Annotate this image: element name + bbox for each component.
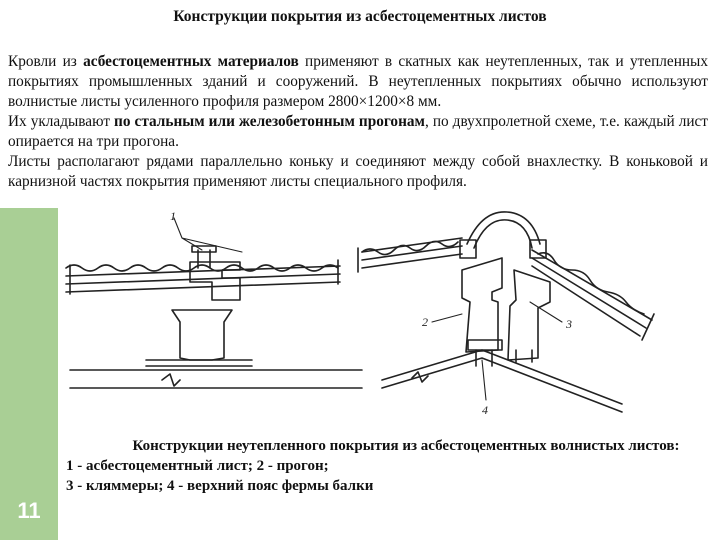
right-ridge-sheets	[357, 237, 655, 341]
caption-title: Конструкции неутепленного покрытия из ас…	[132, 438, 680, 454]
caption-legend-line-1: 1 - асбестоцементный лист; 2 - прогон;	[66, 458, 329, 474]
body-text: Кровли из асбестоцементных материалов пр…	[8, 52, 708, 192]
roof-construction-drawing: 1 2 3 4	[62, 209, 714, 435]
left-roof-sheet	[65, 259, 341, 295]
page-number: 11	[17, 498, 41, 523]
paragraph-1: Кровли из асбестоцементных материалов пр…	[8, 53, 708, 110]
right-purlin-left	[461, 257, 503, 367]
label-2: 2	[422, 315, 428, 329]
slide-sidebar-accent	[0, 208, 58, 540]
paragraph-3: Листы располагают рядами параллельно кон…	[8, 153, 708, 190]
label-1: 1	[170, 210, 176, 223]
left-purlin	[145, 245, 253, 367]
label-3: 3	[565, 317, 572, 331]
technical-drawing-svg: 1 2 3 4	[65, 209, 655, 417]
ridge-cap	[459, 211, 547, 259]
page-title: Конструкции покрытия из асбестоцементных…	[173, 8, 547, 25]
caption-legend-line-2: 3 - кляммеры; 4 - верхний пояс фермы бал…	[66, 478, 374, 494]
right-purlin-right	[507, 269, 551, 363]
label-4: 4	[482, 403, 488, 417]
paragraph-2: Их укладывают по стальным или железобето…	[8, 113, 708, 150]
right-truss-chord	[381, 349, 623, 413]
figure-caption: Конструкции неутепленного покрытия из ас…	[66, 436, 716, 496]
left-truss-chord	[69, 369, 363, 389]
